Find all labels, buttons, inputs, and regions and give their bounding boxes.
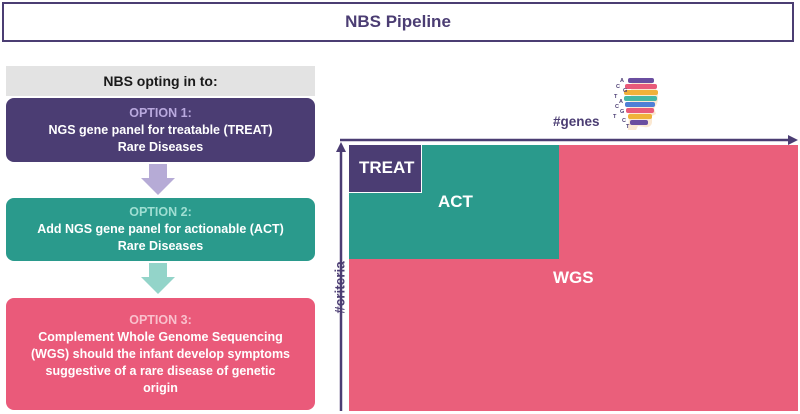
down-arrow-icon: [141, 164, 175, 195]
options-header: NBS opting in to:: [6, 66, 315, 96]
page-title: NBS Pipeline: [345, 12, 451, 31]
x-axis-label: #genes: [553, 114, 600, 129]
dna-head-icon: A C G T A C G T C T: [613, 77, 658, 130]
option-1-line-1: NGS gene panel for treatable (TREAT): [48, 122, 273, 137]
act-label: ACT: [438, 192, 473, 211]
wgs-label: WGS: [553, 268, 594, 287]
svg-text:T: T: [626, 124, 630, 130]
svg-text:T: T: [613, 114, 617, 120]
y-axis-label: #criteria: [332, 261, 348, 314]
svg-text:G: G: [620, 109, 624, 115]
option-2-line-2: Rare Diseases: [117, 239, 204, 253]
svg-text:A: A: [619, 99, 623, 105]
svg-text:C: C: [622, 118, 626, 124]
svg-text:A: A: [620, 78, 624, 84]
title-box: NBS Pipeline: [2, 2, 794, 42]
svg-text:C: C: [615, 104, 619, 110]
option-3-line-2: (WGS) should the infant develop symptoms: [30, 346, 291, 361]
down-arrow-icon: [141, 263, 175, 294]
option-3-box: OPTION 3: Complement Whole Genome Sequen…: [6, 298, 315, 410]
option-2-line-1: Add NGS gene panel for actionable (ACT): [37, 222, 284, 236]
option-3-line-1: Complement Whole Genome Sequencing: [38, 329, 283, 344]
option-2-box: OPTION 2: Add NGS gene panel for actiona…: [6, 198, 315, 261]
y-axis-arrow-icon: [336, 142, 346, 152]
treat-label: TREAT: [359, 158, 415, 177]
svg-text:T: T: [614, 94, 618, 100]
option-3-line-4: origin: [143, 380, 178, 395]
svg-text:C: C: [616, 84, 620, 90]
option-1-box: OPTION 1: NGS gene panel for treatable (…: [6, 98, 315, 162]
x-axis-arrow-icon: [788, 135, 798, 145]
treat-region: [349, 145, 422, 193]
option-3-line-3: suggestive of a rare disease of genetic: [45, 363, 276, 378]
option-1-heading: OPTION 1:: [129, 105, 192, 120]
svg-text:G: G: [623, 88, 627, 94]
option-2-heading: OPTION 2:: [129, 205, 192, 219]
option-1-line-2: Rare Diseases: [117, 139, 204, 154]
option-3-heading: OPTION 3:: [129, 312, 192, 327]
